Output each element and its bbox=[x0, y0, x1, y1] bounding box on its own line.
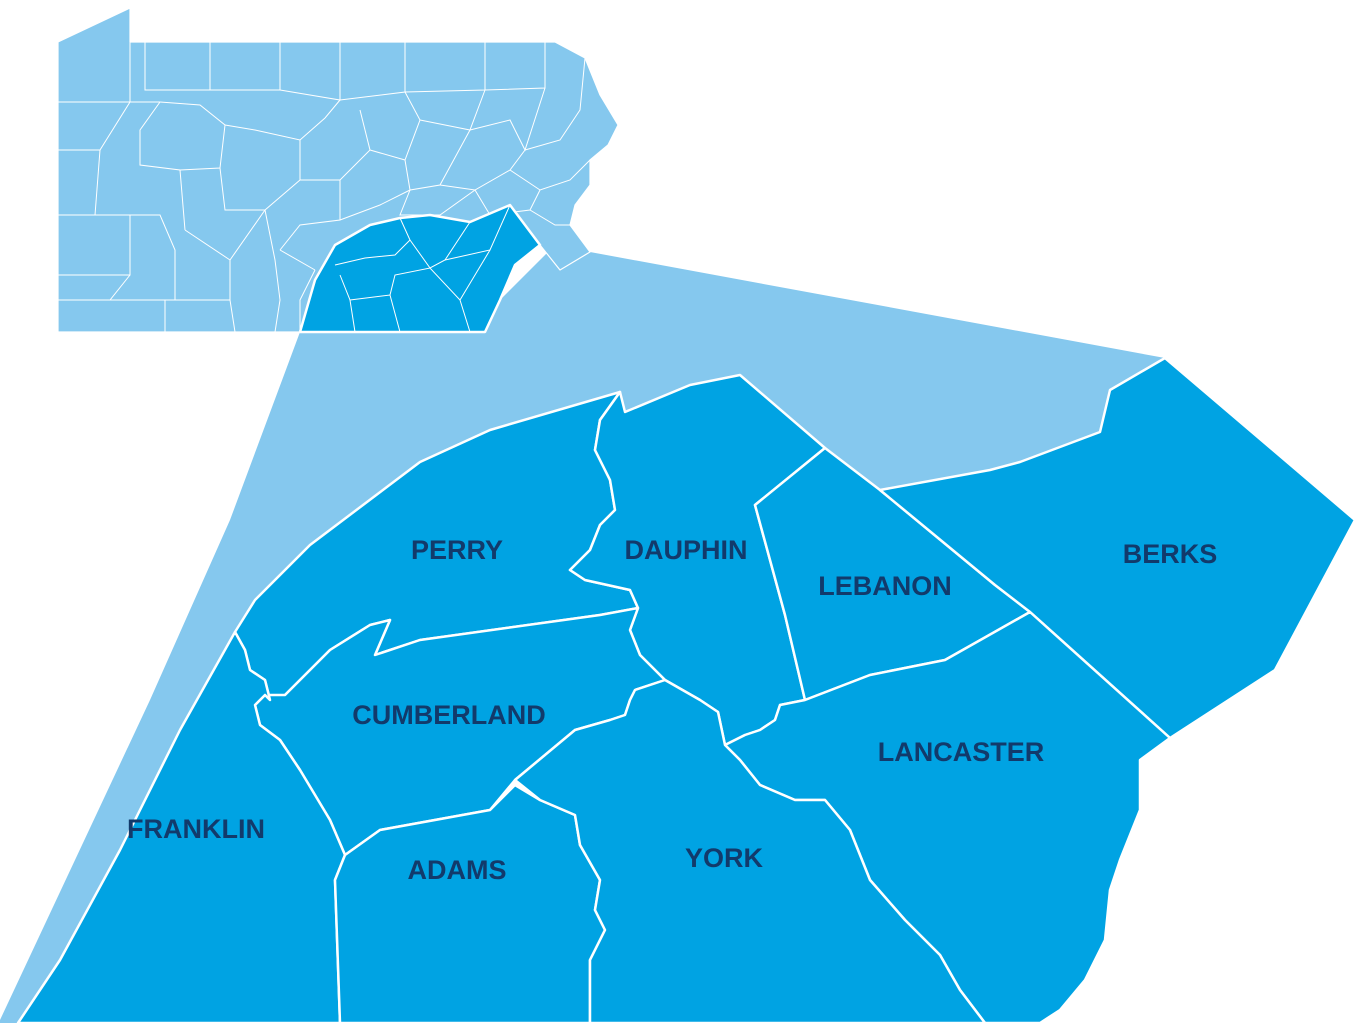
county-label-lebanon: LEBANON bbox=[818, 571, 952, 601]
county-york[interactable] bbox=[513, 678, 987, 1023]
county-label-york: YORK bbox=[685, 843, 764, 873]
inset-county-lines bbox=[58, 42, 591, 333]
county-label-berks: BERKS bbox=[1123, 539, 1218, 569]
county-label-perry: PERRY bbox=[411, 535, 503, 565]
county-label-franklin: FRANKLIN bbox=[127, 814, 265, 844]
county-label-dauphin: DAUPHIN bbox=[624, 535, 747, 565]
county-berks[interactable] bbox=[878, 356, 1357, 740]
inset-state-map bbox=[57, 7, 619, 334]
inset-highlight-region bbox=[298, 203, 542, 334]
county-labels: PERRY DAUPHIN LEBANON BERKS CUMBERLAND L… bbox=[127, 535, 1217, 885]
county-label-lancaster: LANCASTER bbox=[878, 737, 1045, 767]
county-label-cumberland: CUMBERLAND bbox=[352, 700, 545, 730]
county-map bbox=[16, 356, 1357, 1023]
callout-wedge bbox=[0, 230, 1165, 1023]
county-label-adams: ADAMS bbox=[408, 855, 507, 885]
